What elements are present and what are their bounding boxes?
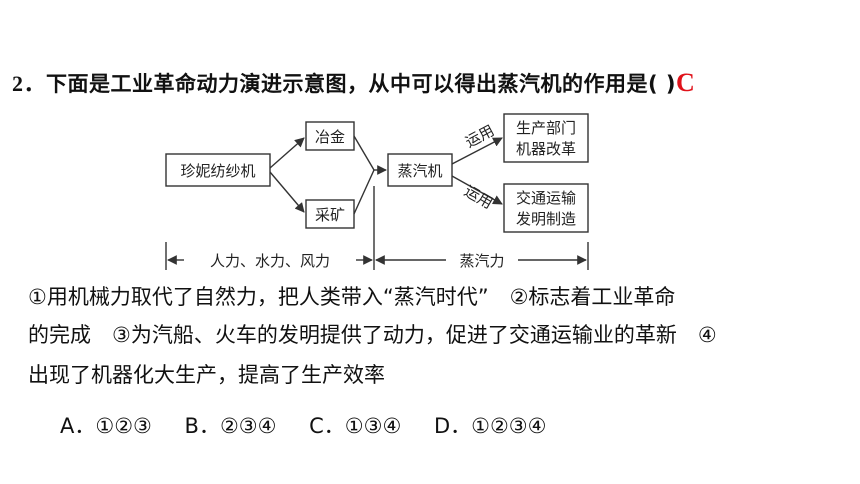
- arrow-jenny-to-metallurgy: [269, 137, 305, 169]
- production-label-line1: 生产部门: [516, 119, 576, 137]
- arrow-steam-to-transport: [451, 175, 503, 205]
- statement-line-3: 出现了机器化大生产，提高了生产效率: [28, 363, 385, 387]
- question-stem: 下面是工业革命动力演进示意图，从中可以得出蒸汽机的作用是(: [46, 72, 659, 96]
- metallurgy-box: [305, 121, 355, 151]
- line-mining-to-steam: [353, 169, 375, 215]
- statement-line-2: 的完成 ③为汽船、火车的发明提供了动力，促进了交通运输业的革新 ④: [28, 323, 717, 347]
- production-label-line2: 机器改革: [516, 140, 576, 158]
- transport-label-line1: 交通运输: [516, 189, 576, 207]
- answer-options: A．①②③ B．②③④ C．①③④ D．①②③④: [60, 410, 572, 440]
- arrow-steam-to-production: [451, 137, 503, 165]
- question-number: 2．: [12, 71, 47, 96]
- arrow-jenny-to-mining: [269, 171, 305, 213]
- steam-engine-box: [387, 153, 453, 187]
- production-box: [503, 113, 589, 163]
- spinning-jenny-box: [165, 153, 271, 187]
- question-line: 2．下面是工业革命动力演进示意图，从中可以得出蒸汽机的作用是( )C: [12, 66, 695, 98]
- question-close-paren: ): [658, 72, 677, 96]
- steam-engine-label: 蒸汽机: [397, 162, 442, 180]
- era2-label: 蒸汽力: [459, 252, 504, 270]
- option-a[interactable]: A．①②③: [60, 414, 152, 438]
- transport-box: [503, 183, 589, 233]
- metallurgy-label: 冶金: [315, 128, 345, 146]
- spinning-jenny-label: 珍妮纺纱机: [180, 162, 255, 180]
- power-evolution-diagram: 珍妮纺纱机 冶金 采矿 蒸汽机 生产部门 机器改革 交通运输 发明制造 运用 运…: [165, 113, 589, 270]
- line-metallurgy-to-steam: [353, 135, 375, 171]
- option-d[interactable]: D．①②③④: [433, 414, 547, 438]
- transport-label-line2: 发明制造: [516, 210, 576, 228]
- option-c[interactable]: C．①③④: [309, 414, 402, 438]
- option-b[interactable]: B．②③④: [184, 414, 277, 438]
- statement-line-1: ①用机械力取代了自然力，把人类带入“蒸汽时代” ②标志着工业革命: [28, 285, 676, 309]
- answer-mark: C: [676, 68, 696, 97]
- apply-label-top: 运用: [462, 121, 497, 151]
- mining-label: 采矿: [315, 206, 345, 224]
- mining-box: [305, 199, 355, 229]
- era1-label: 人力、水力、风力: [210, 252, 330, 270]
- apply-label-bottom: 运用: [461, 182, 496, 213]
